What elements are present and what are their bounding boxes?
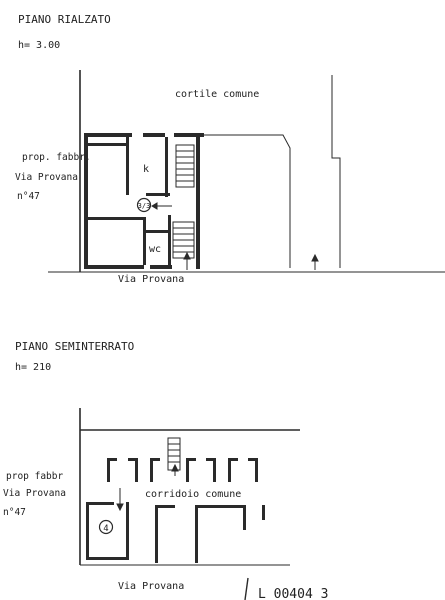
- basement-owner-line-2: Via Provana: [3, 488, 66, 499]
- basement-owner-line-3: n°47: [3, 507, 26, 518]
- ground-wall-north-3: [174, 133, 204, 137]
- ground-wall-west: [84, 133, 88, 269]
- basement-title: PIANO SEMINTERRATO: [15, 340, 134, 353]
- basement-unit-marker-label: 4: [103, 524, 108, 534]
- ground-wall-north-2: [143, 133, 165, 137]
- basement-cellars-lower: [86, 502, 265, 563]
- ground-arrow-courtyard: [311, 253, 319, 270]
- ground-wall-south-2: [150, 265, 172, 269]
- ground-wall-interior-2: [88, 143, 126, 146]
- room-wc-label: wc: [149, 244, 161, 255]
- basement-arrow-down: [116, 488, 124, 512]
- ground-stair-upper: [175, 144, 195, 188]
- ground-wall-interior-3: [88, 217, 144, 220]
- ground-wall-north-1: [84, 133, 132, 137]
- footer-bracket: [244, 577, 249, 600]
- basement-stair: [167, 437, 181, 471]
- ground-arrow-left: [151, 202, 172, 210]
- ground-wall-east: [196, 133, 200, 269]
- ground-arrow-entry: [183, 251, 191, 270]
- basement-cellars-upper: [107, 458, 258, 482]
- room-kitchen-label: k: [143, 164, 149, 175]
- basement-owner-line-1: prop fabbr: [6, 471, 63, 482]
- ground-owner-line-1: prop. fabbr.: [22, 152, 91, 163]
- ground-wall-interior-4: [143, 217, 146, 265]
- ground-wall-interior-5: [165, 137, 168, 197]
- ground-wall-interior-7: [146, 230, 168, 233]
- ground-street-label: Via Provana: [118, 274, 184, 285]
- basement-unit-marker-circle: [98, 519, 114, 535]
- ground-wall-interior-1: [126, 137, 129, 195]
- adjacent-building-outline: [200, 134, 291, 268]
- ground-wall-south-1: [84, 265, 144, 269]
- courtyard-boundary: [331, 75, 341, 268]
- basement-height: h= 210: [15, 362, 51, 373]
- ground-stair-lower: [172, 221, 195, 259]
- ground-floor-title: PIANO RIALZATO: [18, 13, 111, 26]
- corridor-label: corridoio comune: [145, 489, 241, 500]
- unit-marker-label: 3/3: [138, 202, 151, 210]
- footer-reference: L 00404 3: [258, 587, 328, 600]
- ground-wall-interior-8: [168, 215, 171, 265]
- basement-arrow-stair: [171, 463, 179, 476]
- basement-street-label: Via Provana: [118, 581, 184, 592]
- unit-marker-circle: [136, 197, 152, 213]
- courtyard-label: cortile comune: [175, 89, 259, 100]
- ground-owner-line-2: Via Provana: [15, 172, 78, 183]
- ground-owner-line-3: n°47: [17, 191, 40, 202]
- ground-floor-height: h= 3.00: [18, 40, 60, 51]
- ground-wall-interior-6: [146, 193, 170, 196]
